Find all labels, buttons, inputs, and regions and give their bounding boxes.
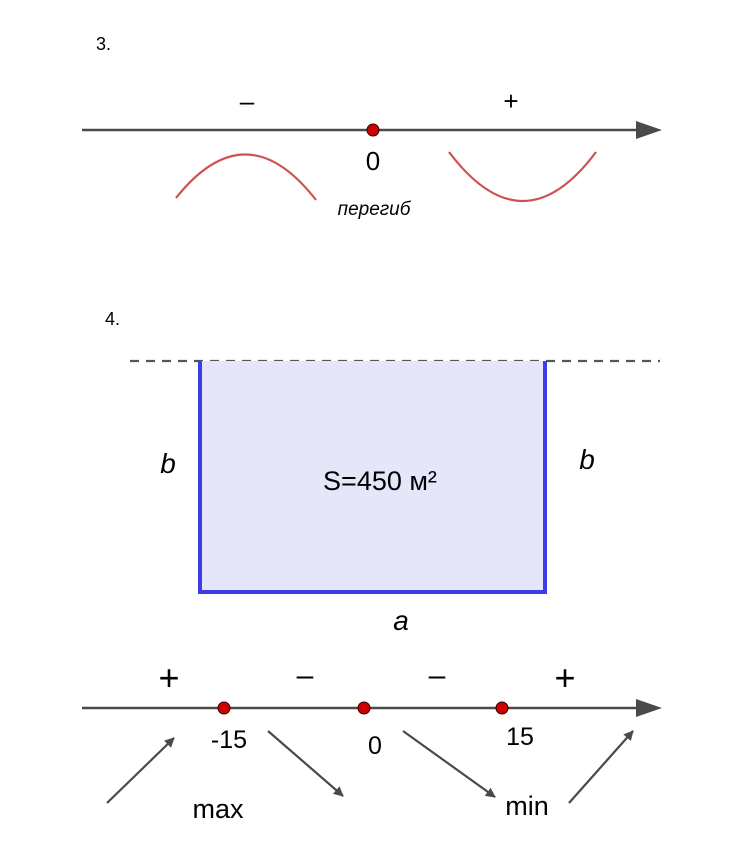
min-label: min xyxy=(505,791,549,821)
sign-3: – xyxy=(429,659,446,692)
sign-minus: – xyxy=(240,86,255,116)
side-right-label: b xyxy=(579,444,595,475)
sign-1: + xyxy=(158,657,179,698)
problem-4-number: 4. xyxy=(105,309,120,329)
area-rectangle xyxy=(200,361,545,592)
area-label: S=450 м² xyxy=(323,466,437,496)
concave-up-curve xyxy=(448,151,597,202)
sign-4: + xyxy=(554,657,575,698)
point-minus-15-label: -15 xyxy=(211,726,247,754)
concave-down-curve xyxy=(175,153,317,201)
bottom-label: a xyxy=(393,605,409,636)
inflection-label: перегиб xyxy=(338,199,412,220)
point-0 xyxy=(357,701,371,715)
point-15 xyxy=(495,701,509,715)
max-label: max xyxy=(192,794,244,824)
increase-arrow-2 xyxy=(568,730,634,804)
point-zero xyxy=(366,123,380,137)
point-zero-label: 0 xyxy=(366,146,380,176)
point-minus-15 xyxy=(217,701,231,715)
decrease-arrow-2 xyxy=(402,730,496,798)
fence-sides xyxy=(198,361,547,594)
axis-arrow-head-icon xyxy=(636,121,662,139)
problem-3-number: 3. xyxy=(96,34,111,54)
point-0-label: 0 xyxy=(368,732,382,760)
sign-plus: + xyxy=(503,86,518,116)
increase-arrow-1 xyxy=(106,737,175,804)
point-15-label: 15 xyxy=(506,723,534,751)
axis-2-arrow-head-icon xyxy=(636,699,662,717)
decrease-arrow-1 xyxy=(267,730,344,797)
side-left-label: b xyxy=(160,448,176,479)
sign-2: – xyxy=(297,659,314,692)
